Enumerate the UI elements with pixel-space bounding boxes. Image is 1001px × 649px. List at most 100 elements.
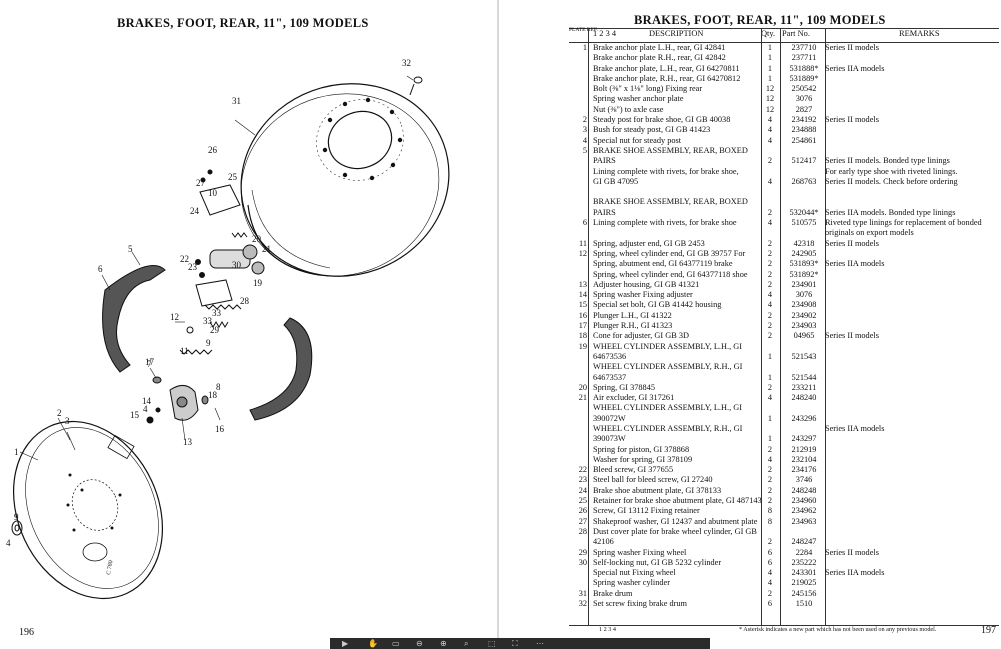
col-rule-3 [780,28,781,625]
right-page-title: BRAKES, FOOT, REAR, 11", 109 MODELS [634,13,886,27]
adjuster-housing [169,385,199,421]
description-cell: Set screw fixing brake drum [593,599,688,609]
qty-cell: 2 [767,207,773,217]
plate-ref-cell: 4 [582,135,587,145]
qty-cell: 2 [767,248,773,258]
callout-11: 11 [180,346,189,356]
description-cell: Steel ball for bleed screw, GI 27240 [593,475,713,485]
description-cell: 42106 [593,537,614,547]
part-no-cell: 254861 [791,135,817,145]
callout-1: 1 [14,447,19,457]
plate-ref-cell: 3 [582,125,587,135]
remarks-cell: For early type shoe with riveted linings… [825,166,958,176]
callout-15: 15 [130,410,140,420]
qty-cell: 1 [767,434,773,444]
plate-ref-cell: 18 [578,331,587,341]
part-no-cell: 245156 [791,588,817,598]
description-cell: PAIRS [593,207,616,217]
qty-cell: 4 [767,290,773,300]
part-no-cell: 531888* [789,63,819,73]
pointer-icon[interactable]: ▶ [342,639,349,648]
screen-icon[interactable]: ▭ [392,639,400,648]
remarks-cell: originals on export models [825,228,914,238]
description-cell: Special nut Fixing wheel [593,568,676,578]
qty-cell: 1 [767,372,773,382]
description-cell: Brake anchor plate, L.H., rear, GI 64270… [593,63,740,73]
remarks-cell: Series II models [825,43,879,52]
qty-cell: 2 [767,310,773,320]
callout-16: 16 [215,424,225,434]
callout-4b: 4 [143,404,148,414]
part-no-cell: 234888 [791,125,817,135]
qty-cell: 2 [767,321,773,331]
qty-cell: 4 [767,393,773,403]
part-no-cell: 234962 [791,506,817,516]
part-no-cell: 234176 [791,465,817,475]
qty-cell: 2 [767,238,773,248]
part-no-cell: 510575 [791,218,817,228]
qty-cell: 12 [765,104,775,114]
callout-9: 9 [14,512,19,522]
brake-drum [240,83,450,277]
zoom-out-icon[interactable]: ⊖ [416,639,423,648]
part-no-cell: 234903 [791,321,817,331]
description-cell: Self-locking nut, GI GB 5232 cylinder [593,557,722,567]
description-cell: Steady post for brake shoe, GI GB 40038 [593,115,731,125]
header-qty: Qty. [761,29,776,38]
part-no-cell: 250542 [791,84,817,94]
table-row: originals on export models [569,228,999,238]
description-cell: WHEEL CYLINDER ASSEMBLY, R.H., GI [593,362,743,372]
description-cell: Bolt (⅜" x 1⅛" long) Fixing rear [593,84,703,94]
part-no-cell: 233211 [791,382,817,392]
callout-21: 21 [262,244,271,254]
hand-icon[interactable]: ✋ [368,639,378,648]
fit-icon[interactable]: ⬚ [488,639,496,648]
callout-17: 17 [145,357,155,367]
search-icon[interactable]: ⌕ [464,639,469,648]
qty-cell: 1 [767,351,773,361]
qty-cell: 2 [767,465,773,475]
part-no-cell: 248248 [791,485,817,495]
qty-cell: 2 [767,269,773,279]
description-cell: Spring, wheel cylinder end, GI GB 39757 … [593,248,746,258]
part-no-cell: 235222 [791,557,817,567]
plate-ref-cell: 32 [578,599,587,609]
qty-cell: 2 [767,485,773,495]
wheel-cylinder [209,244,265,275]
qty-cell: 4 [767,125,773,135]
callout-14: 14 [142,396,152,406]
header-top-rule [569,28,999,29]
qty-cell: 2 [767,588,773,598]
callout-28: 28 [240,296,250,306]
special-nut [11,520,23,536]
plate-ref-cell: 31 [578,588,587,598]
footer-note: * Asterisk indicates a new part which ha… [739,626,937,633]
plate-ref-cell: 30 [578,557,587,567]
exploded-diagram: 1 2 3 4 5 6 7 8 9 10 11 12 13 14 15 16 1… [6,58,450,600]
viewer-toolbar: ▶ ✋ ▭ ⊖ ⊕ ⌕ ⬚ ⛶ ⋯ [330,638,710,649]
fullscreen-icon[interactable]: ⛶ [512,639,518,648]
part-no-cell: 234902 [791,310,817,320]
callout-22: 22 [180,254,189,264]
more-icon[interactable]: ⋯ [536,639,544,648]
zoom-in-icon[interactable]: ⊕ [440,639,447,648]
qty-cell: 4 [767,300,773,310]
description-cell: Spring washer anchor plate [593,94,684,104]
plate-ref-cell: 21 [578,393,587,403]
part-no-cell: 248240 [791,393,817,403]
plate-ref-cell: 20 [578,382,587,392]
qty-cell: 2 [767,537,773,547]
